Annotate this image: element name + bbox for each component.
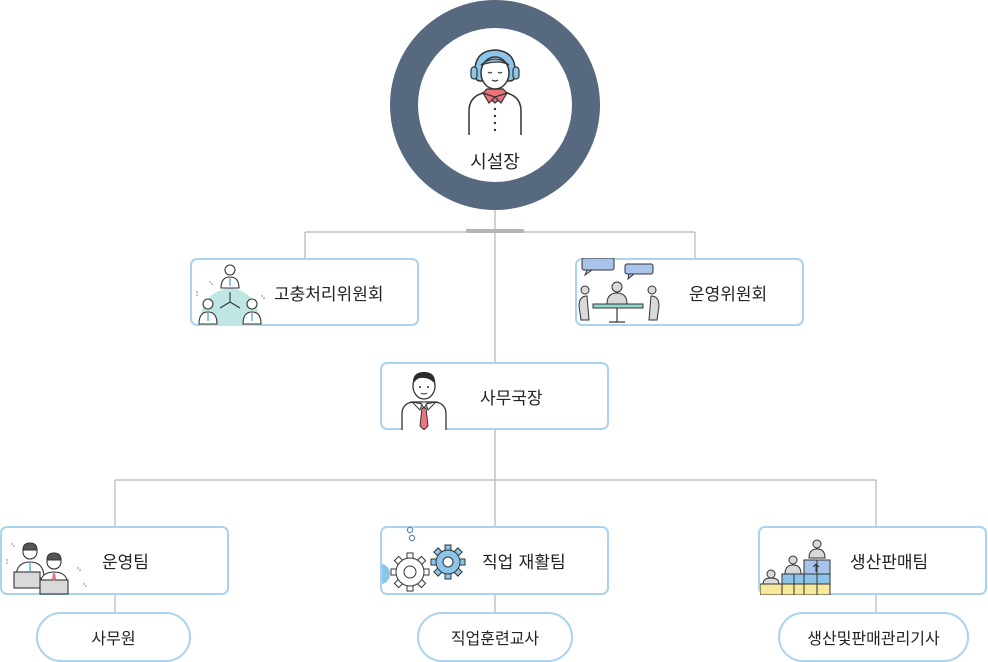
meeting-icon	[578, 258, 660, 323]
growth-team-icon	[760, 539, 831, 595]
root-node: 시설장	[390, 0, 600, 210]
committee-operation-label: 운영위원회	[689, 284, 768, 305]
committee-operation-box: 운영위원회	[575, 258, 804, 326]
team-rehab-box: 직업 재활팀	[380, 526, 609, 595]
director-label: 사무국장	[480, 388, 543, 409]
team-operation-box: 운영팀	[0, 526, 229, 595]
committee-grievance-label: 고충처리위원회	[274, 284, 384, 305]
team-production-label: 생산판매팀	[850, 553, 929, 573]
sub-production-manager-pill: 생산및판매관리기사	[778, 612, 969, 662]
group-network-icon	[196, 264, 265, 326]
businessman-icon	[401, 372, 447, 430]
root-label: 시설장	[470, 152, 520, 173]
sub-clerk-pill: 사무원	[36, 612, 191, 662]
connector-hub	[466, 229, 524, 233]
team-operation-label: 운영팀	[102, 553, 149, 573]
office-workers-icon	[6, 542, 87, 595]
director-box: 사무국장	[380, 362, 609, 430]
gears-icon	[382, 526, 466, 592]
woman-avatar-icon	[468, 49, 522, 135]
team-rehab-label: 직업 재활팀	[482, 553, 566, 573]
sub-trainer-pill: 직업훈련교사	[417, 612, 573, 662]
team-production-box: 생산판매팀	[758, 526, 987, 595]
committee-grievance-box: 고충처리위원회	[190, 258, 419, 326]
